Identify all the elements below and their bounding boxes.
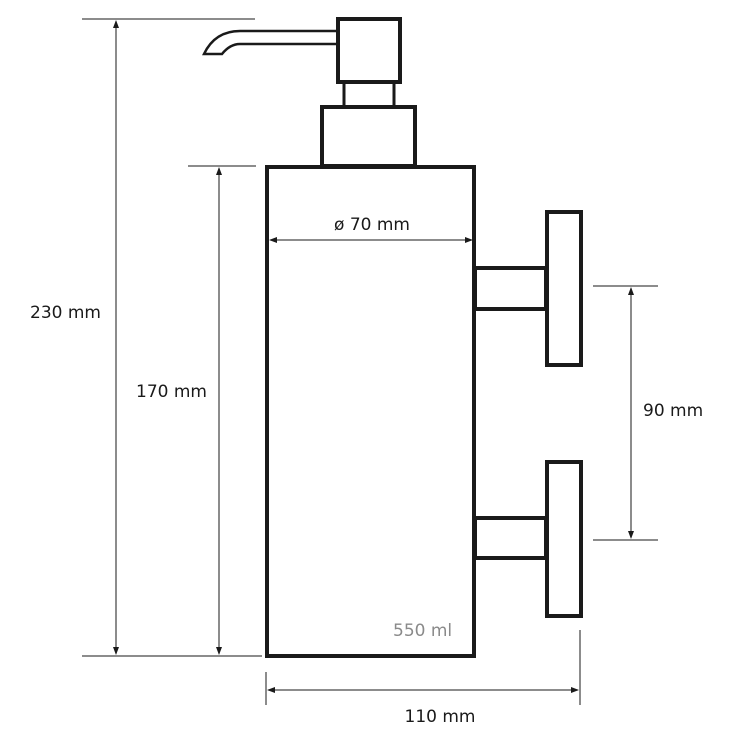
wall-plate-top [545,210,583,367]
label-total-height: 230 mm [30,303,101,323]
label-capacity: 550 ml [393,621,452,641]
pump-stem [342,80,396,109]
spout [202,29,337,56]
bottle-body [265,165,476,658]
pump-head [336,17,402,84]
neck [320,105,417,168]
wall-plate-bottom [545,460,583,618]
bracket-arm-bottom [473,516,548,560]
label-diameter: ø 70 mm [334,215,410,235]
dimension-lines [82,18,658,705]
label-total-depth: 110 mm [405,707,476,727]
label-body-height: 170 mm [136,382,207,402]
label-bracket-spacing: 90 mm [643,401,703,421]
bracket-arm-top [473,266,548,311]
